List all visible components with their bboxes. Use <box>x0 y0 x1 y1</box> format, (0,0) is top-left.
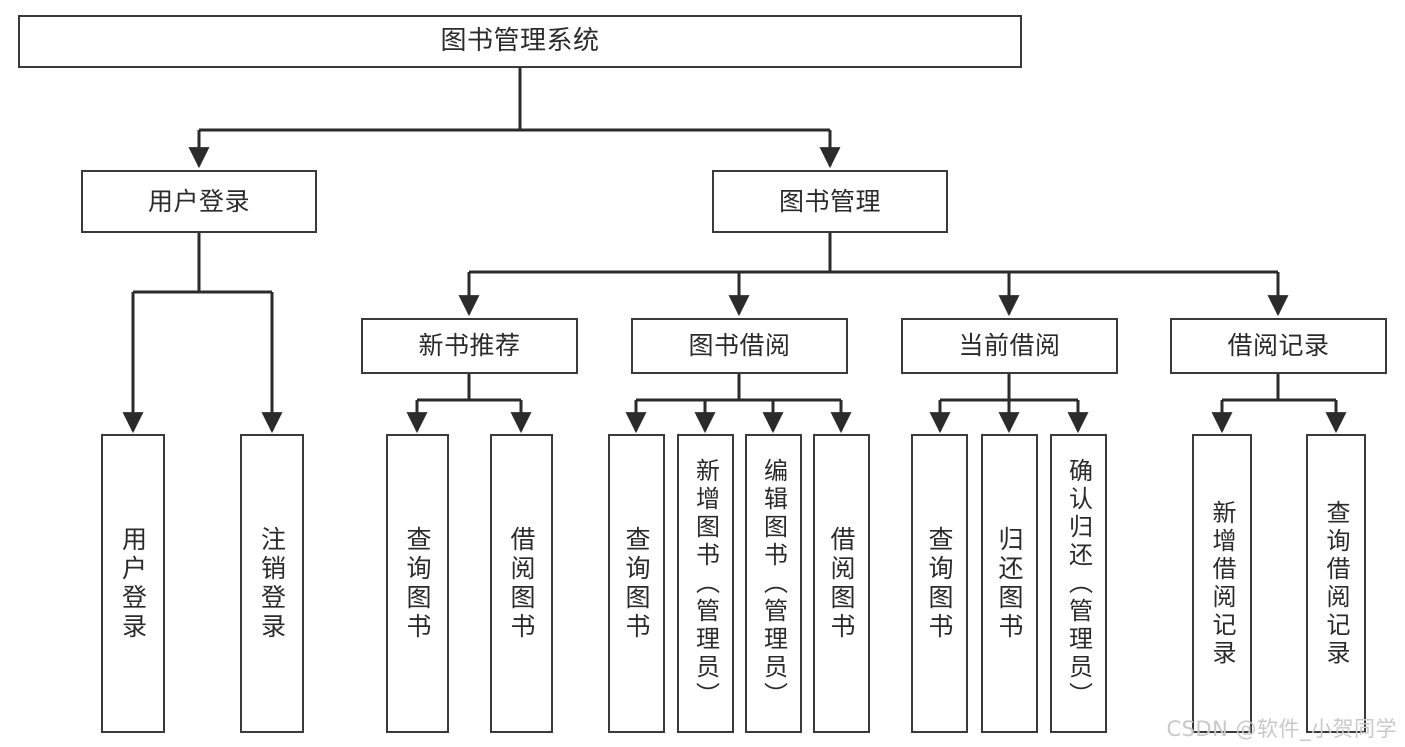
node-root-book-management-system[interactable]: 图书管理系统 <box>18 15 1022 68</box>
node-root-label: 图书管理系统 <box>440 25 600 56</box>
node-new-book-recommend-label: 新书推荐 <box>418 331 521 360</box>
node-user-login[interactable]: 用户登录 <box>81 170 317 233</box>
leaf-book-borrow-4-label: 借阅图书 <box>827 525 856 642</box>
leaf-current-borrow-2-label: 归还图书 <box>995 525 1024 642</box>
node-current-borrow[interactable]: 当前借阅 <box>901 318 1118 374</box>
leaf-borrow-records-1[interactable]: 新增借阅记录 <box>1192 434 1252 733</box>
node-book-management-label: 图书管理 <box>778 186 881 216</box>
node-book-management[interactable]: 图书管理 <box>712 170 948 233</box>
leaf-current-borrow-1[interactable]: 查询图书 <box>911 434 968 733</box>
leaf-current-borrow-2[interactable]: 归还图书 <box>981 434 1038 733</box>
node-book-borrow-label: 图书借阅 <box>688 331 791 360</box>
leaf-current-borrow-3-label: 确认归还（管理员） <box>1064 457 1093 710</box>
leaf-user-login-1[interactable]: 用户登录 <box>101 434 165 733</box>
leaf-user-login-2[interactable]: 注销登录 <box>240 434 304 733</box>
leaf-book-borrow-3-label: 编辑图书（管理员） <box>759 457 788 710</box>
leaf-book-borrow-1-label: 查询图书 <box>622 525 651 642</box>
leaf-new-book-2[interactable]: 借阅图书 <box>490 434 553 733</box>
node-book-borrow[interactable]: 图书借阅 <box>631 318 848 374</box>
leaf-new-book-1-label: 查询图书 <box>403 525 432 642</box>
leaf-book-borrow-1[interactable]: 查询图书 <box>608 434 665 733</box>
leaf-book-borrow-3[interactable]: 编辑图书（管理员） <box>745 434 802 733</box>
leaf-book-borrow-2[interactable]: 新增图书（管理员） <box>677 434 734 733</box>
node-borrow-records[interactable]: 借阅记录 <box>1170 318 1387 374</box>
leaf-borrow-records-1-label: 新增借阅记录 <box>1208 499 1236 668</box>
node-current-borrow-label: 当前借阅 <box>958 331 1061 360</box>
leaf-current-borrow-1-label: 查询图书 <box>925 525 954 642</box>
leaf-user-login-1-label: 用户登录 <box>118 525 148 642</box>
leaf-new-book-2-label: 借阅图书 <box>507 525 536 642</box>
leaf-book-borrow-4[interactable]: 借阅图书 <box>813 434 870 733</box>
node-new-book-recommend[interactable]: 新书推荐 <box>361 318 578 374</box>
leaf-borrow-records-2[interactable]: 查询借阅记录 <box>1306 434 1366 733</box>
leaf-borrow-records-2-label: 查询借阅记录 <box>1322 499 1350 668</box>
leaf-current-borrow-3[interactable]: 确认归还（管理员） <box>1050 434 1107 733</box>
node-borrow-records-label: 借阅记录 <box>1227 331 1330 360</box>
leaf-user-login-2-label: 注销登录 <box>257 525 287 642</box>
node-user-login-label: 用户登录 <box>147 186 250 216</box>
leaf-book-borrow-2-label: 新增图书（管理员） <box>691 457 720 710</box>
leaf-new-book-1[interactable]: 查询图书 <box>386 434 449 733</box>
